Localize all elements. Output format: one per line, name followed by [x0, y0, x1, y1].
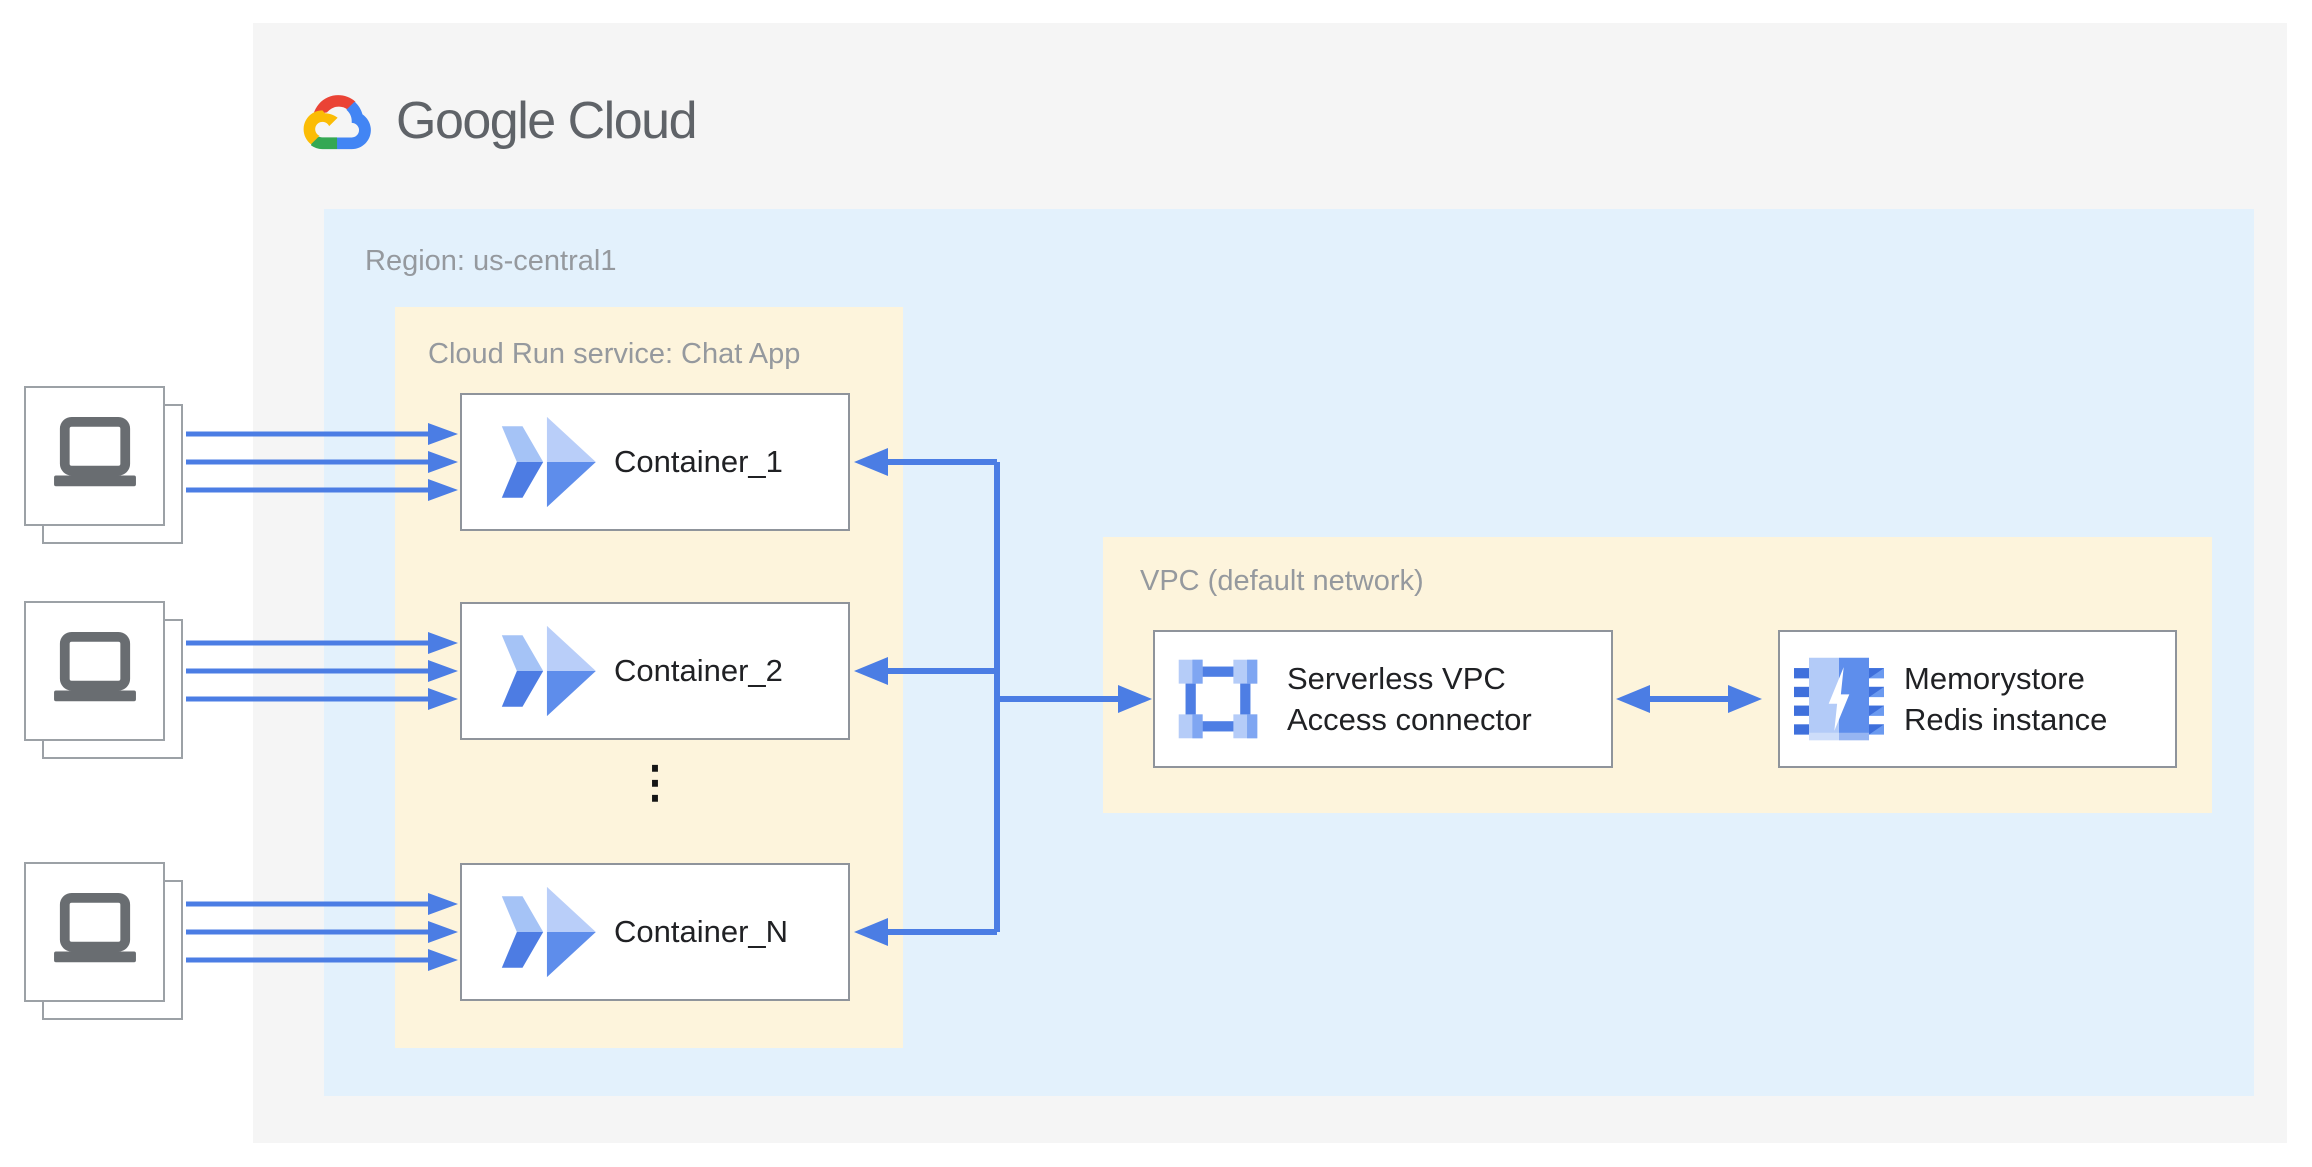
arrow-connector-redis-bidirectional — [1616, 685, 1762, 713]
region-label: Region: us-central1 — [365, 245, 617, 277]
cloud-run-service-label: Cloud Run service: Chat App — [428, 338, 801, 370]
container-1-label: Container_1 — [614, 444, 783, 479]
memorystore-redis-icon — [1794, 657, 1884, 741]
container-2-label: Container_2 — [614, 653, 783, 688]
laptop-icon — [53, 632, 136, 702]
container-1-node: Container_1 — [460, 393, 850, 531]
client-stack-front-card — [24, 601, 165, 741]
cloud-run-icon — [501, 625, 596, 717]
client-stack-front-card — [24, 862, 165, 1002]
container-n-node: Container_N — [460, 863, 850, 1001]
vpc-group: VPC (default network) — [1103, 537, 2212, 813]
arrows-client3-to-container-n — [186, 893, 458, 971]
laptop-icon — [53, 893, 136, 963]
containers-ellipsis: ⋮ — [633, 758, 677, 807]
client-laptop-stack-1 — [24, 386, 183, 544]
google-cloud-wordmark: Google Cloud — [396, 92, 698, 150]
container-2-node: Container_2 — [460, 602, 850, 740]
laptop-icon — [53, 417, 136, 487]
vpc-label: VPC (default network) — [1140, 565, 1424, 597]
google-cloud-panel: Google Cloud Region: us-central1 Cloud R… — [253, 23, 2287, 1143]
trunk-containers-to-connector — [854, 448, 1152, 946]
cloud-run-icon — [501, 886, 596, 978]
arrows-client1-to-container-1 — [186, 423, 458, 501]
serverless-vpc-access-connector-icon — [1178, 659, 1258, 739]
region-box: Region: us-central1 Cloud Run service: C… — [324, 209, 2254, 1096]
cloud-run-icon — [501, 416, 596, 508]
google-cloud-logo-icon — [303, 95, 371, 150]
client-stack-front-card — [24, 386, 165, 526]
client-laptop-stack-2 — [24, 601, 183, 759]
container-n-label: Container_N — [614, 914, 789, 949]
google-cloud-logo: Google Cloud — [302, 91, 698, 151]
client-laptop-stack-3 — [24, 862, 183, 1020]
cloud-run-service-group: Cloud Run service: Chat App Container_1 — [395, 307, 903, 1048]
arrows-client2-to-container-2 — [186, 632, 458, 710]
